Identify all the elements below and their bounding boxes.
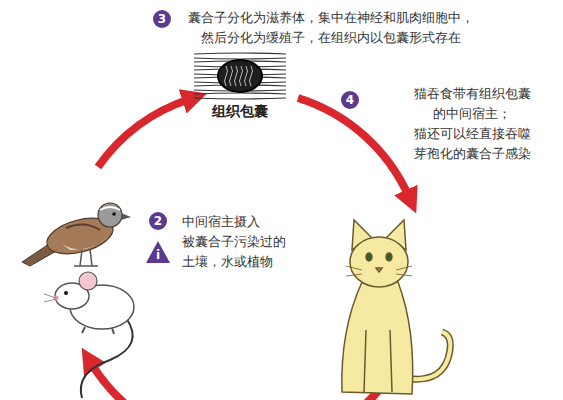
- step-note: 囊合子分化为滋养体，集中在神经和肌肉细胞中， 然后分化为缓殖子，在组织内以包囊形…: [172, 8, 490, 48]
- cycle-arrow: [98, 99, 190, 167]
- warning-triangle: [146, 241, 170, 263]
- cycle-arrow: [91, 363, 142, 400]
- callout-number: 3: [153, 10, 171, 28]
- warning-mark: i: [152, 248, 164, 262]
- mouse-figure: [44, 272, 134, 398]
- callout-number: 2: [149, 212, 167, 230]
- step-note: 猫吞食带有组织包囊 的中间宿主； 猫还可以经直接吞噬 芽孢化的囊合子感染: [398, 84, 546, 164]
- callout-number: 4: [341, 91, 359, 109]
- cyst-label: 组织包囊: [186, 102, 294, 120]
- tissue-cyst: 组织包囊: [186, 48, 294, 120]
- cyst-figure: [190, 48, 290, 102]
- step-note: 中间宿主摄入 被囊合子污染过的 土壤，水或植物: [182, 212, 307, 272]
- cat-figure: [342, 220, 451, 394]
- cycle-arrow: [298, 98, 409, 197]
- bird-figure: [22, 203, 131, 266]
